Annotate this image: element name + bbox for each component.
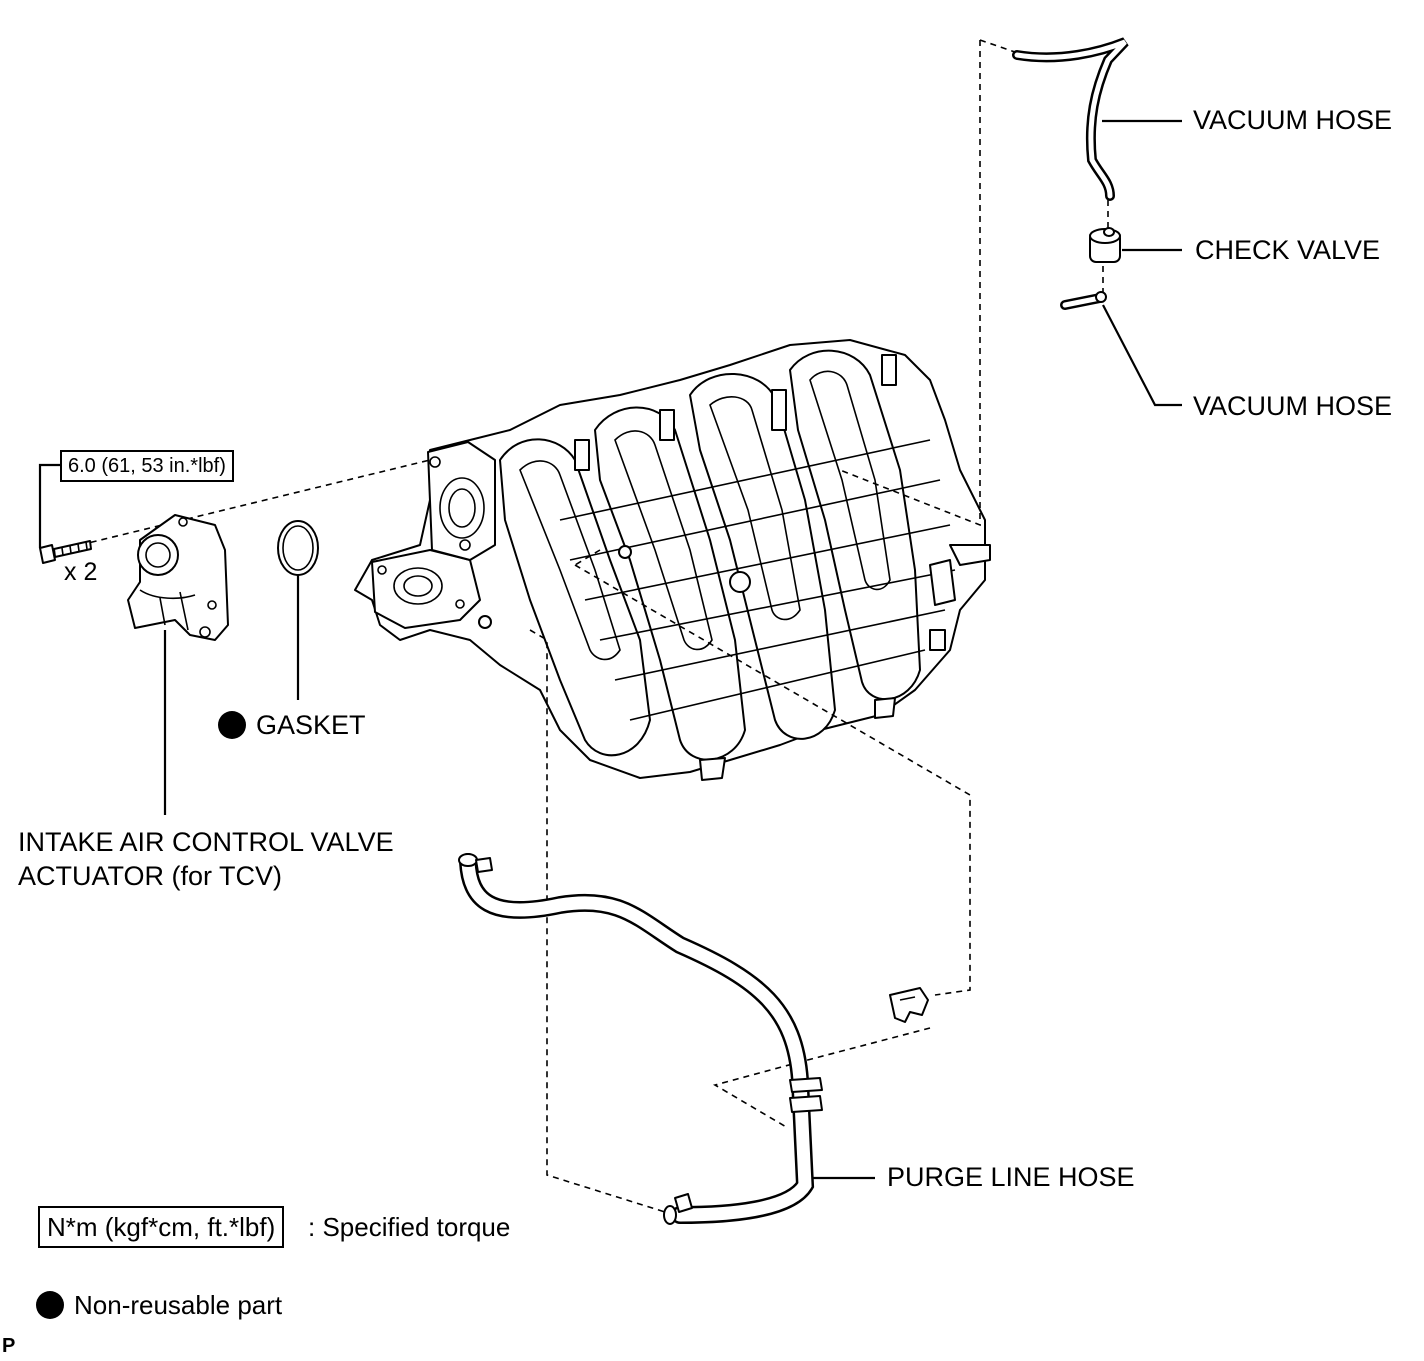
leader-lines xyxy=(38,119,1182,1180)
label-vacuum-hose-lower: VACUUM HOSE xyxy=(1193,391,1393,421)
vacuum-hose-upper xyxy=(1012,37,1129,201)
non-reusable-legend-marker xyxy=(36,1291,64,1319)
intake-manifold xyxy=(354,339,991,781)
legend-torque-desc: : Specified torque xyxy=(308,1212,511,1242)
label-check-valve: CHECK VALVE xyxy=(1195,235,1381,265)
legend-non-reusable-row: Non-reusable part xyxy=(36,1289,282,1322)
purge-line-hose xyxy=(458,853,823,1225)
label-actuator-line2: ACTUATOR (for TCV) xyxy=(18,860,283,891)
hose-clip xyxy=(889,987,929,1023)
corner-mark: P xyxy=(2,1335,16,1357)
legend-torque-unit-box: N*m (kgf*cm, ft.*lbf) xyxy=(38,1206,285,1248)
legend-non-reusable: Non-reusable part xyxy=(74,1290,283,1320)
label-gasket: GASKET xyxy=(256,710,366,740)
intake-air-control-valve-actuator xyxy=(127,514,229,641)
torque-spec-box: 6.0 (61, 53 in.*lbf) xyxy=(60,450,234,482)
label-vacuum-hose-upper: VACUUM HOSE xyxy=(1193,105,1393,135)
label-actuator: INTAKE AIR CONTROL VALVE ACTUATOR (for T… xyxy=(18,826,394,894)
bolt-quantity: x 2 xyxy=(64,558,98,586)
gasket xyxy=(277,520,319,576)
vacuum-hose-lower xyxy=(1060,291,1107,310)
label-actuator-line1: INTAKE AIR CONTROL VALVE xyxy=(18,827,394,857)
gasket-label-row: GASKET xyxy=(218,709,366,743)
non-reusable-marker xyxy=(218,711,246,739)
bolt xyxy=(39,540,92,564)
check-valve xyxy=(1089,227,1121,263)
label-purge-line-hose: PURGE LINE HOSE xyxy=(887,1162,1135,1192)
